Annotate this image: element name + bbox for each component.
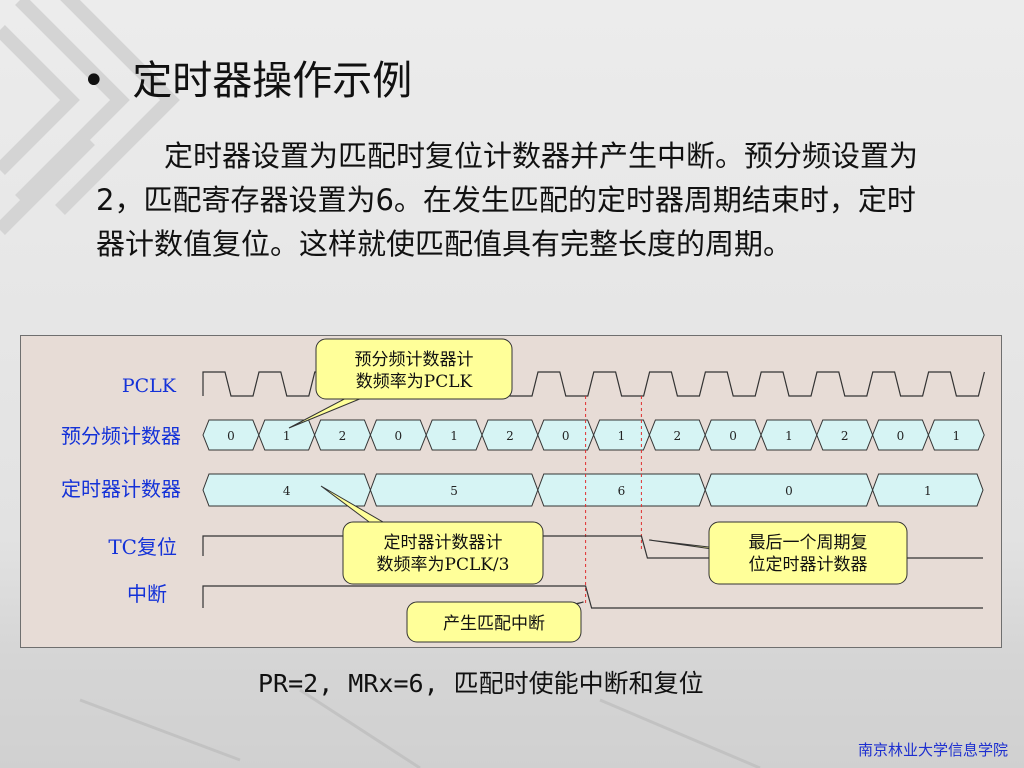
- callout-box: [406, 601, 582, 643]
- timer-value: 0: [785, 484, 793, 498]
- prescale-segment: [927, 419, 985, 451]
- signal-label-prescale: 预分频计数器: [61, 424, 181, 448]
- prescale-value: 2: [841, 429, 849, 443]
- timer-segment: [872, 473, 984, 507]
- callout-box: [708, 521, 908, 585]
- slide-title: • 定时器操作示例: [82, 48, 412, 106]
- signal-label-tc-reset: TC复位: [108, 535, 177, 559]
- prescale-value: 0: [562, 429, 570, 443]
- prescale-value: 1: [618, 429, 626, 443]
- prescale-value: 2: [673, 429, 681, 443]
- prescale-value: 1: [952, 429, 960, 443]
- callout-text: 定时器计数器计: [384, 533, 503, 553]
- prescale-value: 0: [897, 429, 905, 443]
- callout-text: 数频率为PCLK: [356, 372, 473, 392]
- timer-value: 1: [924, 484, 932, 498]
- timing-diagram-panel: PCLK 预分频计数器定时器计数器 TC复位中断 0 1 2 0 1 2 0 1 2 0 1 2 0 1 4 5 6 0…: [20, 335, 1002, 648]
- callout-box: [342, 521, 544, 585]
- footer-institution: 南京林业大学信息学院: [857, 741, 1008, 759]
- callout-box: [315, 338, 513, 400]
- signal-label-pclk: PCLK: [122, 375, 177, 397]
- title-text: 定时器操作示例: [132, 58, 413, 104]
- prescale-value: 0: [394, 429, 402, 443]
- diagram-caption: PR=2, MRx=6, 匹配时使能中断和复位: [258, 669, 704, 698]
- description-paragraph: 定时器设置为匹配时复位计数器并产生中断。预分频设置为2，匹配寄存器设置为6。在发…: [96, 139, 919, 261]
- callout-text: 产生匹配中断: [443, 614, 545, 634]
- callout-text: 位定时器计数器: [749, 555, 868, 575]
- signal-label-timer: 定时器计数器: [61, 477, 181, 501]
- prescale-value: 1: [283, 429, 291, 443]
- prescale-value: 2: [339, 429, 347, 443]
- interrupt-waveform: [202, 585, 983, 609]
- callout-text: 预分频计数器计: [355, 350, 474, 370]
- prescale-value: 1: [785, 429, 793, 443]
- prescale-value: 2: [506, 429, 514, 443]
- timer-value: 6: [618, 484, 626, 498]
- prescale-value: 0: [729, 429, 737, 443]
- prescale-value: 0: [227, 429, 235, 443]
- timer-value: 4: [283, 484, 291, 498]
- prescale-value: 1: [450, 429, 458, 443]
- timer-value: 5: [450, 484, 458, 498]
- callout-match-interrupt: 产生匹配中断: [406, 601, 584, 643]
- bullet-dot: •: [82, 58, 106, 104]
- callout-text: 最后一个周期复: [749, 533, 868, 553]
- signal-label-interrupt: 中断: [127, 582, 167, 606]
- callout-text: 数频率为PCLK/3: [377, 555, 510, 575]
